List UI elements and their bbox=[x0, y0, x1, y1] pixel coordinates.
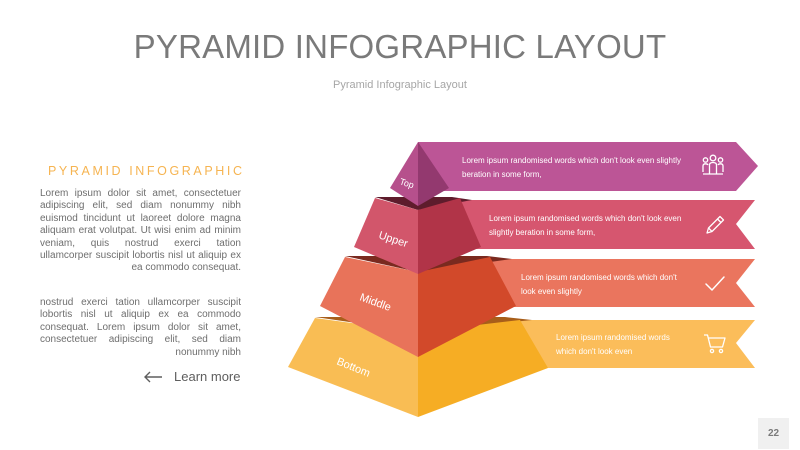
tier-upper-shadow bbox=[375, 197, 472, 210]
tier-upper-left bbox=[354, 198, 418, 274]
learn-more-label: Learn more bbox=[174, 369, 241, 384]
learn-more-link[interactable]: Learn more bbox=[143, 369, 240, 384]
row-text-bottom: Lorem ipsum randomised words which don't… bbox=[556, 333, 670, 356]
tier-middle-right bbox=[418, 257, 516, 357]
tier-label-top: Top bbox=[398, 176, 415, 190]
tier-top-right bbox=[418, 142, 449, 206]
band-top bbox=[418, 142, 758, 191]
row-text-top: Lorem ipsum randomised words which don't… bbox=[462, 156, 681, 179]
arrow-left-icon bbox=[144, 371, 162, 382]
tier-top-left bbox=[390, 142, 418, 206]
band-upper bbox=[418, 200, 755, 249]
page-title: PYRAMID INFOGRAPHIC LAYOUT bbox=[133, 28, 667, 65]
body-paragraph-2: nostrud exerci tation ullamcorper suscip… bbox=[40, 297, 241, 358]
checkmark-icon bbox=[705, 276, 725, 291]
row-text-upper: Lorem ipsum randomised words which don't… bbox=[489, 214, 682, 237]
row-text-middle: Lorem ipsum randomised words which don't… bbox=[521, 273, 677, 296]
section-heading: PYRAMID INFOGRAPHIC bbox=[48, 164, 245, 178]
page-number: 22 bbox=[758, 418, 789, 449]
tier-upper-right bbox=[418, 198, 481, 274]
team-icon bbox=[702, 154, 724, 175]
body-paragraph-1: Lorem ipsum dolor sit amet, consectetuer… bbox=[40, 188, 241, 274]
tier-middle-left bbox=[320, 257, 418, 357]
tier-bottom-left bbox=[288, 318, 418, 417]
pencil-icon bbox=[706, 215, 725, 234]
tier-bottom-right bbox=[418, 320, 548, 417]
page-subtitle: Pyramid Infographic Layout bbox=[333, 79, 467, 91]
shopping-cart-icon bbox=[704, 334, 726, 354]
